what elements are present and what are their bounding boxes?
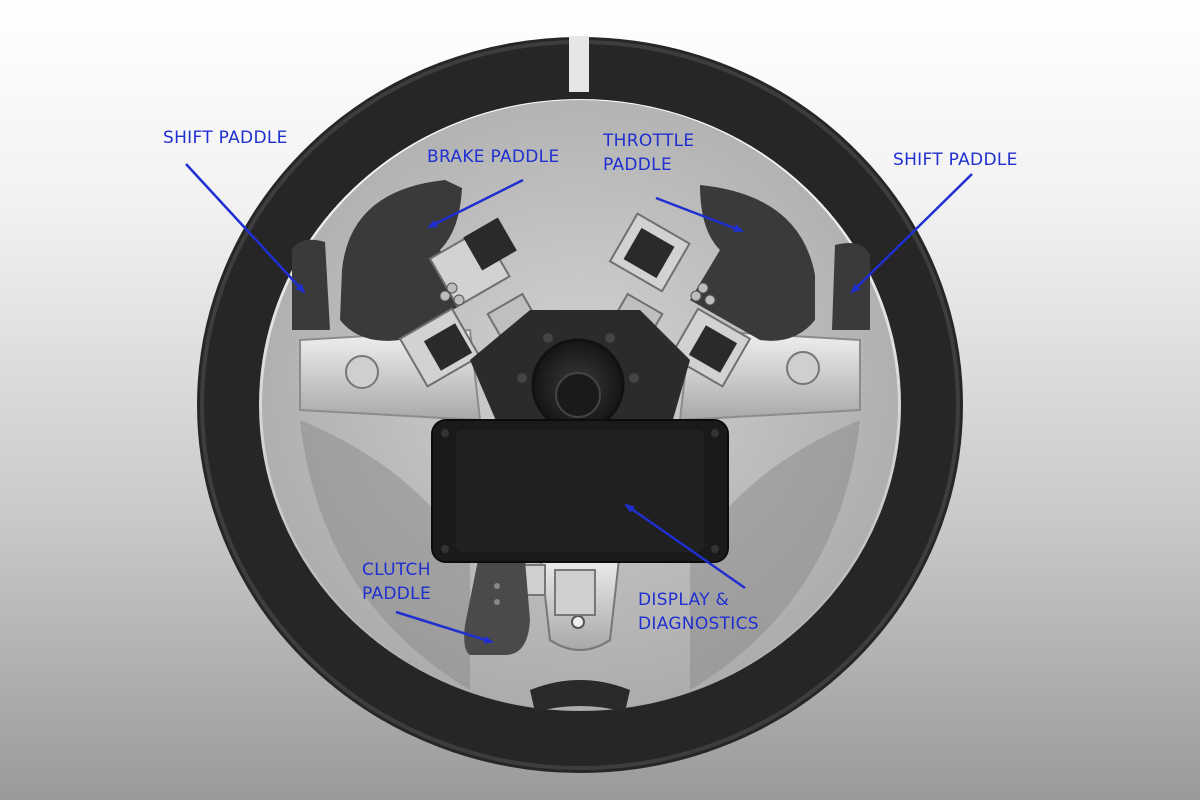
display-screw bbox=[441, 545, 449, 553]
right-shift-paddle bbox=[832, 242, 870, 330]
label-line: THROTTLE bbox=[603, 131, 695, 151]
label-line: DISPLAY & bbox=[638, 590, 730, 610]
left-shift-paddle bbox=[292, 239, 330, 330]
label-throttle-paddle: THROTTLE PADDLE bbox=[603, 129, 694, 177]
left-spoke-hole bbox=[345, 355, 379, 389]
right-spoke-hole bbox=[786, 351, 820, 385]
arrow-clutch bbox=[395, 610, 494, 644]
label-shift-paddle-right: SHIFT PADDLE bbox=[893, 148, 1018, 172]
hub-bolt bbox=[605, 333, 615, 343]
hub-bolt bbox=[517, 373, 527, 383]
arrow-display bbox=[624, 503, 746, 590]
label-clutch-paddle: CLUTCH PADDLE bbox=[362, 558, 431, 606]
label-line: SHIFT PADDLE bbox=[163, 128, 288, 148]
wheel-lower-panel-right bbox=[690, 420, 860, 690]
bracket-hole bbox=[571, 615, 585, 629]
clutch-hole bbox=[494, 583, 500, 589]
label-line: SHIFT PADDLE bbox=[893, 150, 1018, 170]
center-stripe bbox=[569, 36, 589, 92]
clutch-mount-right bbox=[554, 569, 596, 616]
label-line: CLUTCH bbox=[362, 560, 431, 580]
arrow-shift-right bbox=[850, 173, 973, 294]
arrow-brake bbox=[427, 178, 524, 229]
hub-center bbox=[555, 372, 601, 418]
label-shift-paddle-left: SHIFT PADDLE bbox=[163, 126, 288, 150]
hub-bolt bbox=[629, 373, 639, 383]
clutch-hole bbox=[494, 599, 500, 605]
display-screw bbox=[711, 429, 719, 437]
display-screw bbox=[711, 545, 719, 553]
arrow-shift-left bbox=[185, 163, 306, 294]
rim-bottom-hub bbox=[530, 680, 630, 712]
label-line: DIAGNOSTICS bbox=[638, 614, 759, 634]
display-screw bbox=[441, 429, 449, 437]
label-display-diagnostics: DISPLAY & DIAGNOSTICS bbox=[638, 588, 759, 636]
label-line: PADDLE bbox=[362, 584, 431, 604]
hub-bolt bbox=[543, 333, 553, 343]
arrow-throttle bbox=[655, 196, 744, 233]
label-brake-paddle: BRAKE PADDLE bbox=[427, 145, 560, 169]
label-line: BRAKE PADDLE bbox=[427, 147, 560, 167]
label-line: PADDLE bbox=[603, 155, 672, 175]
clutch-paddle-shape bbox=[464, 560, 530, 655]
display-screen bbox=[456, 430, 704, 552]
